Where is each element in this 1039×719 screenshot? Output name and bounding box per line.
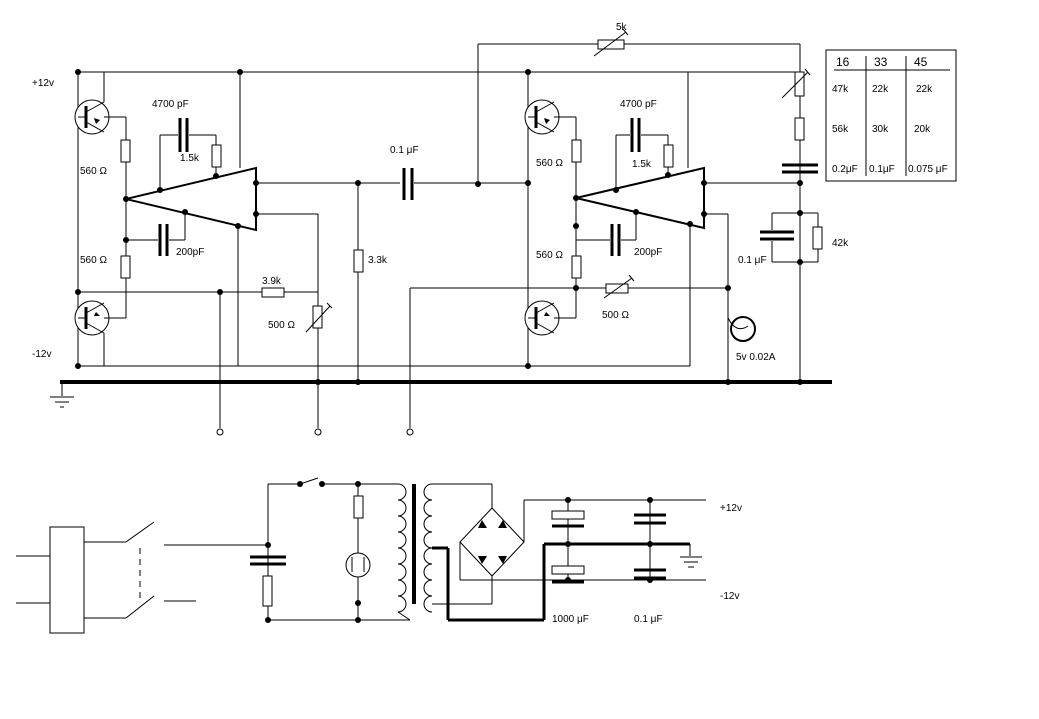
opamp-2 <box>575 166 705 230</box>
label-r2-bottom: 560 Ω <box>536 250 563 261</box>
label-r-shunt: 3.3k <box>368 255 388 266</box>
pot-output <box>794 71 805 97</box>
table-cell-1-1: 30k <box>872 124 889 135</box>
terminal-c[interactable] <box>406 428 414 436</box>
resistor-r1-bottom <box>120 255 131 279</box>
label-r2-top: 560 Ω <box>536 158 563 169</box>
label-r-bias: 3.9k <box>262 276 282 287</box>
opamp-1 <box>125 166 257 232</box>
resistor-r2-top <box>571 139 582 163</box>
resistor-output <box>794 117 805 141</box>
resistor-shunt <box>353 249 364 273</box>
table-cell-2-0: 0.2μF <box>832 164 858 175</box>
label-r-fb2: 1.5k <box>632 159 652 170</box>
label-c-small: 0.1 μF <box>634 614 663 625</box>
pot-500-1 <box>312 305 323 329</box>
table-cell-1-0: 56k <box>832 124 849 135</box>
label-pot2: 500 Ω <box>602 310 629 321</box>
terminal-a[interactable] <box>216 428 224 436</box>
label-pot-5k: 5k <box>616 22 628 33</box>
label-c-fb1: 4700 pF <box>152 99 189 110</box>
cap-1000-top <box>551 510 585 520</box>
label-pot1: 500 Ω <box>268 320 295 331</box>
table-cell-2-2: 0.075 μF <box>908 164 948 175</box>
table-cell-0-0: 47k <box>832 84 849 95</box>
transistor-q4 <box>524 300 576 336</box>
resistor-42k <box>812 226 823 250</box>
rail-label-negative: -12v <box>32 349 51 360</box>
power-supply: +12v -12v 1000 μF 0.1 μF <box>16 477 742 634</box>
table-header-1: 33 <box>874 55 888 69</box>
label-c-comp2: 200pF <box>634 247 662 258</box>
resistor-fb2 <box>663 144 674 168</box>
resistor-r2-bottom <box>571 255 582 279</box>
cap-1000-bottom <box>551 565 585 575</box>
transistor-q2 <box>74 300 126 366</box>
table-cell-0-2: 22k <box>916 84 933 95</box>
pot-5k <box>597 39 625 50</box>
label-r-out: 42k <box>832 238 849 249</box>
coupling-stage: 3.3k 0.1 μF <box>353 145 728 436</box>
table-cell-2-1: 0.1μF <box>869 164 895 175</box>
lamp-bulb <box>727 288 756 342</box>
label-c-big: 1000 μF <box>552 614 589 625</box>
value-table: 16 33 45 47k 22k 22k 56k 30k 20k 0.2μF 0… <box>825 49 957 182</box>
resistor-fb1 <box>211 144 222 168</box>
label-c-couple: 0.1 μF <box>390 145 419 156</box>
terminal-b[interactable] <box>314 428 322 436</box>
label-r1-top: 560 Ω <box>80 166 107 177</box>
label-psu-pos: +12v <box>720 503 742 514</box>
label-r-fb1: 1.5k <box>180 153 200 164</box>
mains-plug <box>49 526 85 634</box>
transistor-q3 <box>524 99 576 135</box>
resistor-r1-top <box>120 139 131 163</box>
amp2-stage: 560 Ω 560 Ω 4700 pF 1.5k 200pF 500 Ω 5k <box>524 22 800 385</box>
output-network: 42k 0.1 μF <box>738 44 849 385</box>
label-psu-neg: -12v <box>720 591 739 602</box>
table-header-2: 45 <box>914 55 928 69</box>
label-lamp: 5v 0.02A <box>736 352 776 363</box>
label-c-comp1: 200pF <box>176 247 204 258</box>
transistor-q1 <box>74 72 126 135</box>
ground-bus <box>50 380 832 408</box>
table-cell-1-2: 20k <box>914 124 931 135</box>
label-c-out: 0.1 μF <box>738 255 767 266</box>
rail-label-positive: +12v <box>32 78 54 89</box>
label-c-fb2: 4700 pF <box>620 99 657 110</box>
amp1-stage: 560 Ω 560 Ω 4700 pF 1.5k 200pF 3.9k <box>74 69 400 436</box>
resistor-neon <box>353 495 364 519</box>
table-header-0: 16 <box>836 55 850 69</box>
label-r1-bottom: 560 Ω <box>80 255 107 266</box>
positive-rail <box>78 43 800 184</box>
table-cell-0-1: 22k <box>872 84 889 95</box>
resistor-primary <box>262 575 273 607</box>
resistor-r-bias <box>261 287 285 298</box>
